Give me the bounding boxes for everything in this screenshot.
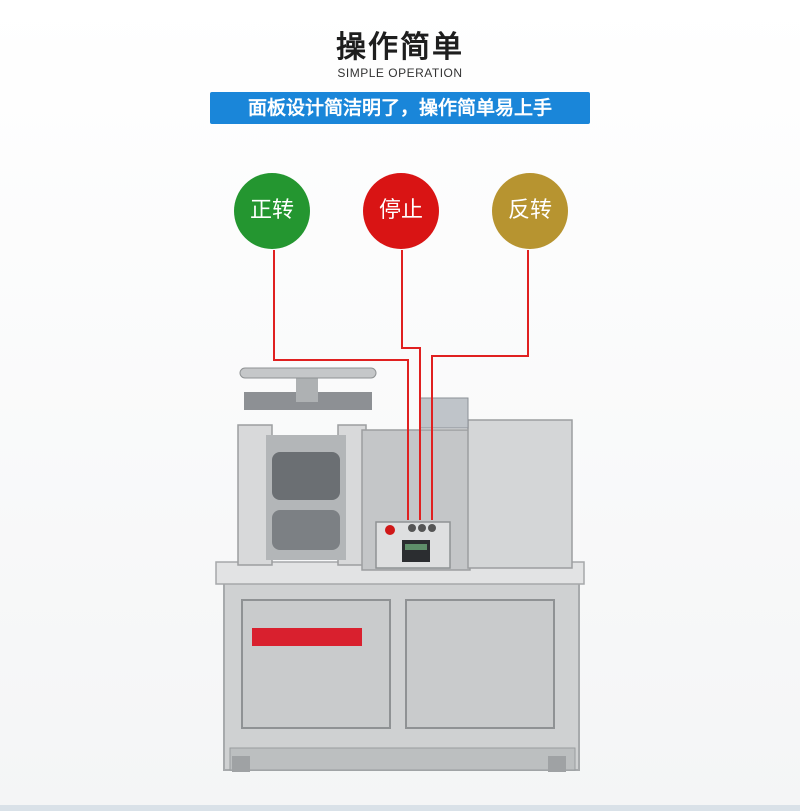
reverse-button-callout: 反转 <box>492 173 568 249</box>
bottom-strip <box>0 805 800 811</box>
page-subtitle: SIMPLE OPERATION <box>337 66 463 80</box>
page-title: 操作简单 <box>336 30 464 65</box>
stop-button-callout: 停止 <box>363 173 439 249</box>
motor-box <box>361 397 573 571</box>
roller-unit <box>237 367 377 566</box>
feature-banner: 面板设计简洁明了，操作简单易上手 <box>210 92 590 124</box>
handle-red <box>252 628 362 646</box>
forward-button-callout: 正转 <box>234 173 310 249</box>
machine-base <box>215 561 585 772</box>
